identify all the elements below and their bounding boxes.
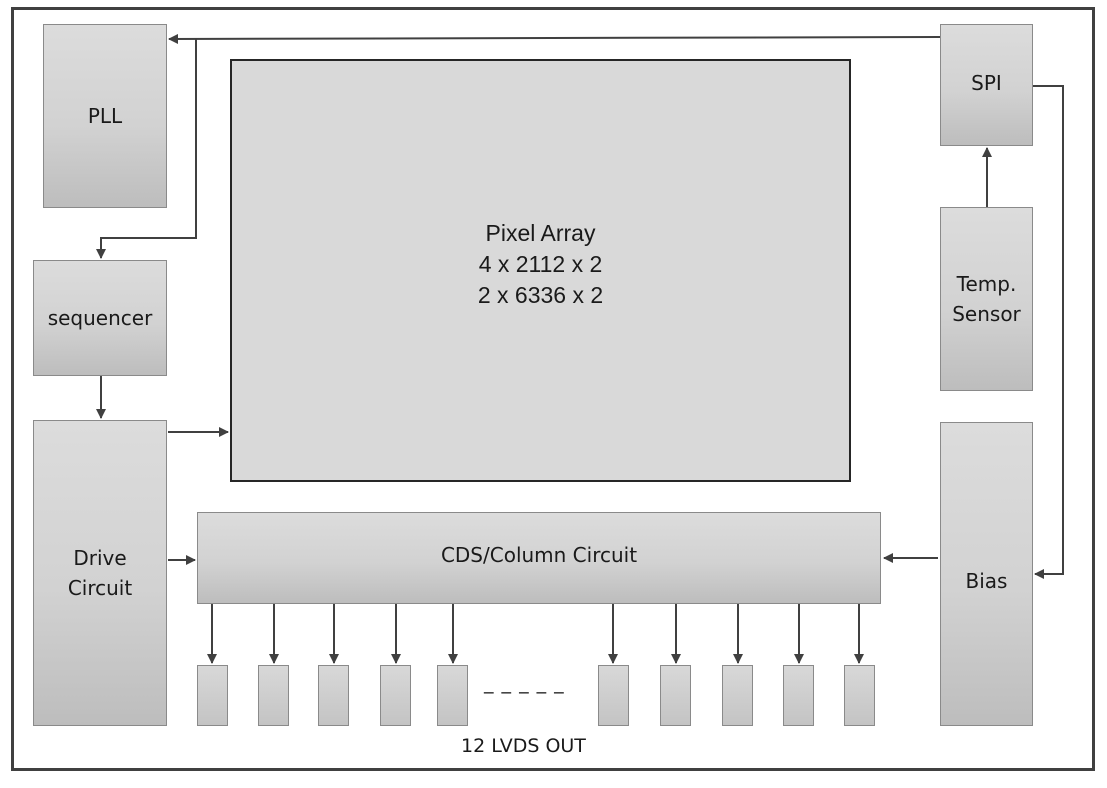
lvds-output-3 bbox=[318, 665, 349, 726]
lvds-output-7 bbox=[660, 665, 691, 726]
lvds-output-2 bbox=[258, 665, 289, 726]
spi-block: SPI bbox=[940, 24, 1033, 146]
lvds-output-10 bbox=[844, 665, 875, 726]
cds-column-circuit-label: CDS/Column Circuit bbox=[440, 543, 638, 567]
cds-column-circuit-block: CDS/Column Circuit bbox=[197, 512, 881, 604]
lvds-output-5 bbox=[437, 665, 468, 726]
bias-label: Bias bbox=[965, 569, 1008, 593]
pll-label: PLL bbox=[87, 104, 123, 128]
lvds-ellipsis: _ _ _ _ _ bbox=[484, 672, 565, 694]
bias-block: Bias bbox=[940, 422, 1033, 726]
pixel-array-block: Pixel Array 4 x 2112 x 2 2 x 6336 x 2 bbox=[230, 59, 851, 482]
lvds-output-9 bbox=[783, 665, 814, 726]
spi-to-sequencer-arrow bbox=[96, 39, 197, 259]
pll-block: PLL bbox=[43, 24, 167, 208]
temp-sensor-block: Temp. Sensor bbox=[940, 207, 1033, 391]
pixel-array-config-2: 2 x 6336 x 2 bbox=[477, 282, 604, 309]
spi-label: SPI bbox=[971, 71, 1002, 95]
lvds-output-8 bbox=[722, 665, 753, 726]
spi-to-bias-arrow bbox=[1033, 85, 1064, 579]
lvds-output-1 bbox=[197, 665, 228, 726]
drive-circuit-block: Drive Circuit bbox=[33, 420, 167, 726]
sequencer-block: sequencer bbox=[33, 260, 167, 376]
pixel-array-config-1: 4 x 2112 x 2 bbox=[478, 250, 603, 277]
temp-sensor-label: Temp. Sensor bbox=[952, 272, 1021, 326]
lvds-output-6 bbox=[598, 665, 629, 726]
pixel-array-title: Pixel Array bbox=[485, 219, 596, 246]
lvds-output-4 bbox=[380, 665, 411, 726]
drive-circuit-label: Drive Circuit bbox=[67, 546, 133, 600]
spi-to-pll-arrow bbox=[168, 33, 941, 44]
lvds-output-caption: 12 LVDS OUT bbox=[461, 735, 586, 757]
sequencer-label: sequencer bbox=[47, 306, 153, 330]
